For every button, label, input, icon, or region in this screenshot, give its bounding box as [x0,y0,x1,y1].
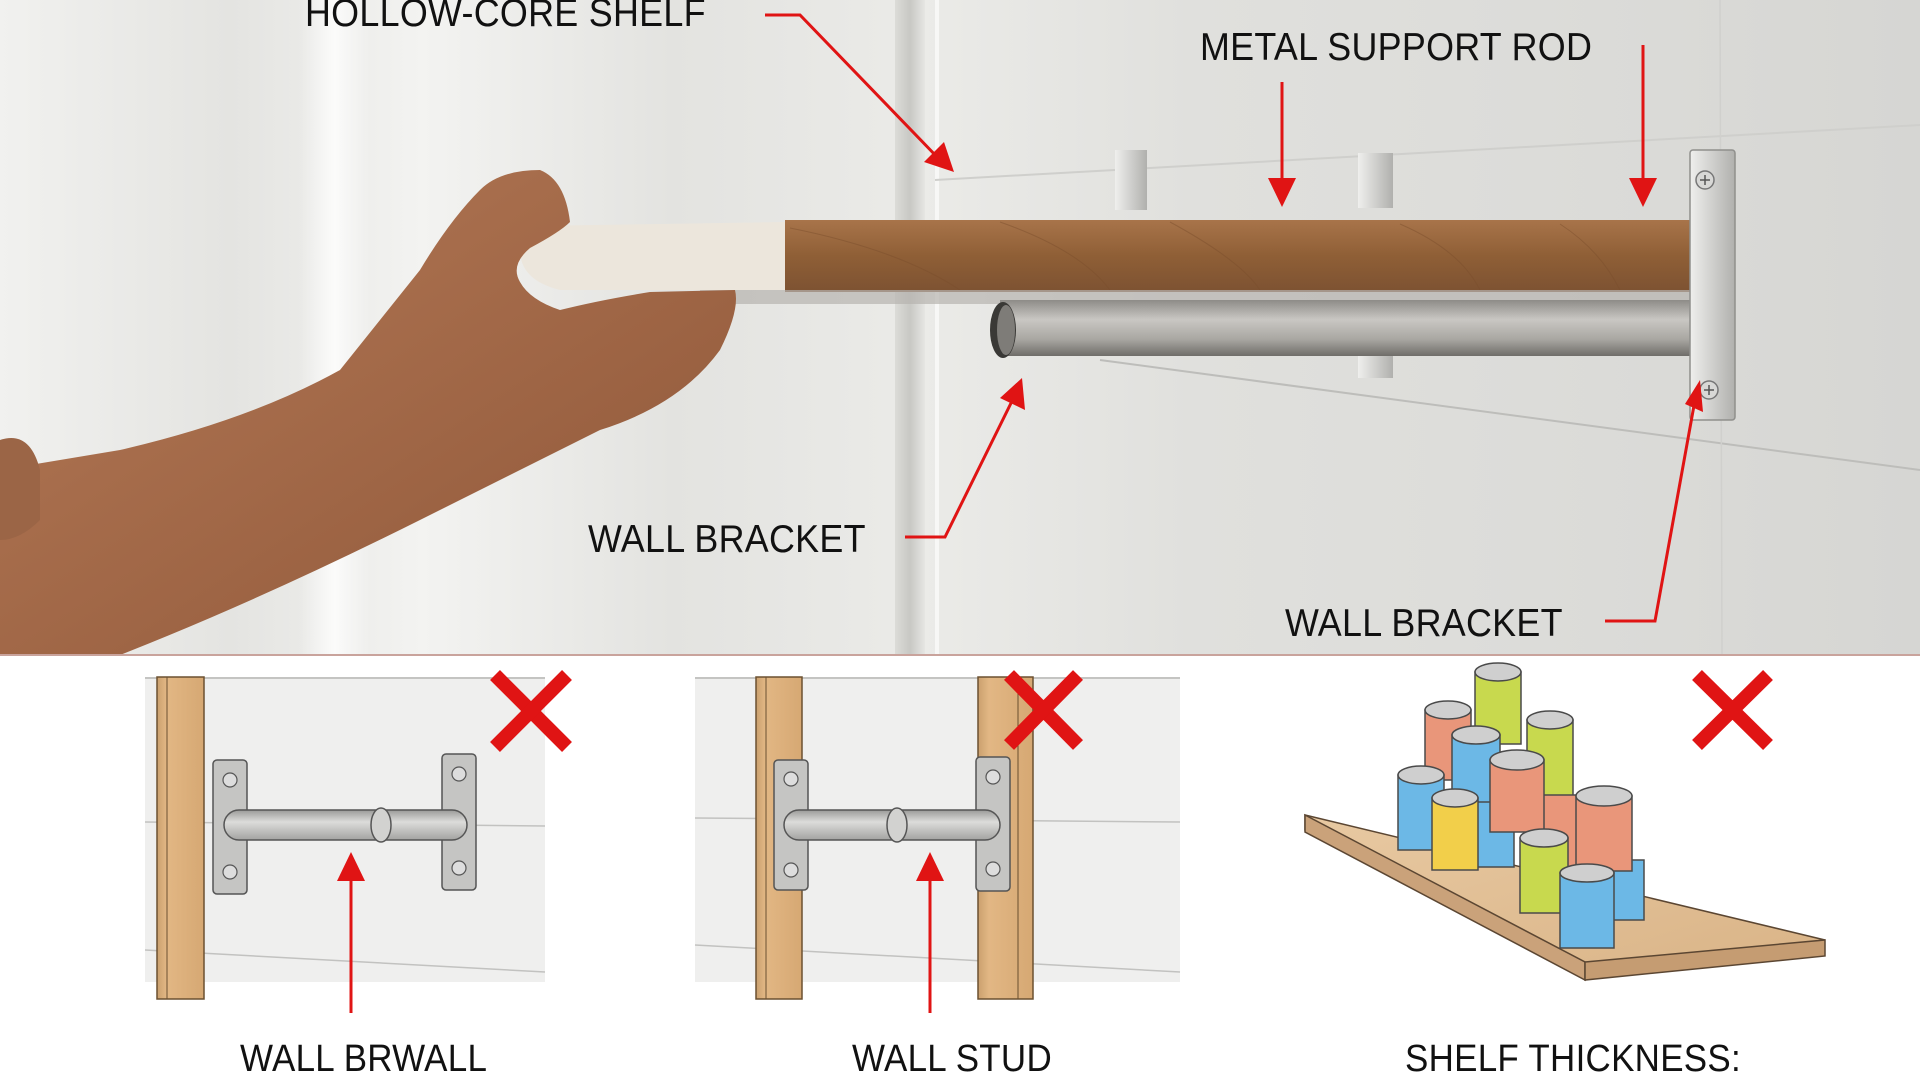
shelf-wood-edge [785,220,1720,292]
installation-photo: HOLLOW-CORE SHELF METAL SUPPORT ROD WALL… [0,0,1920,655]
photo-illustration [0,0,1920,655]
panel-shelf-thickness [1304,662,1826,982]
panel-label-wall-drywall: WALL BRWALL [240,1038,488,1080]
hand-arm [0,170,736,655]
panel-label-shelf-thickness: SHELF THICKNESS: [1405,1038,1741,1080]
red-x-icon [1004,670,1083,750]
label-hollow-core-shelf: HOLLOW-CORE SHELF [305,0,706,35]
panel-wall-drywall [144,670,572,1013]
callout-arrows [765,13,1697,623]
panel-label-wall-stud: WALL STUD [852,1038,1052,1080]
wall-plate [1115,150,1147,210]
section-divider [0,654,1920,656]
shelf-light-face [520,222,785,290]
label-wall-bracket-right: WALL BRACKET [1285,602,1563,645]
panel-wall-stud [694,670,1181,1013]
background-door-frame [895,0,925,655]
metal-rod [1000,300,1718,356]
label-metal-support-rod: METAL SUPPORT ROD [1200,26,1593,69]
red-x-icon [490,670,572,752]
right-wall-bracket [1689,149,1736,421]
can-stack [1397,662,1645,949]
background-wall-seam [935,0,939,655]
red-x-icon [1692,670,1773,750]
label-wall-bracket-left: WALL BRACKET [588,518,866,561]
